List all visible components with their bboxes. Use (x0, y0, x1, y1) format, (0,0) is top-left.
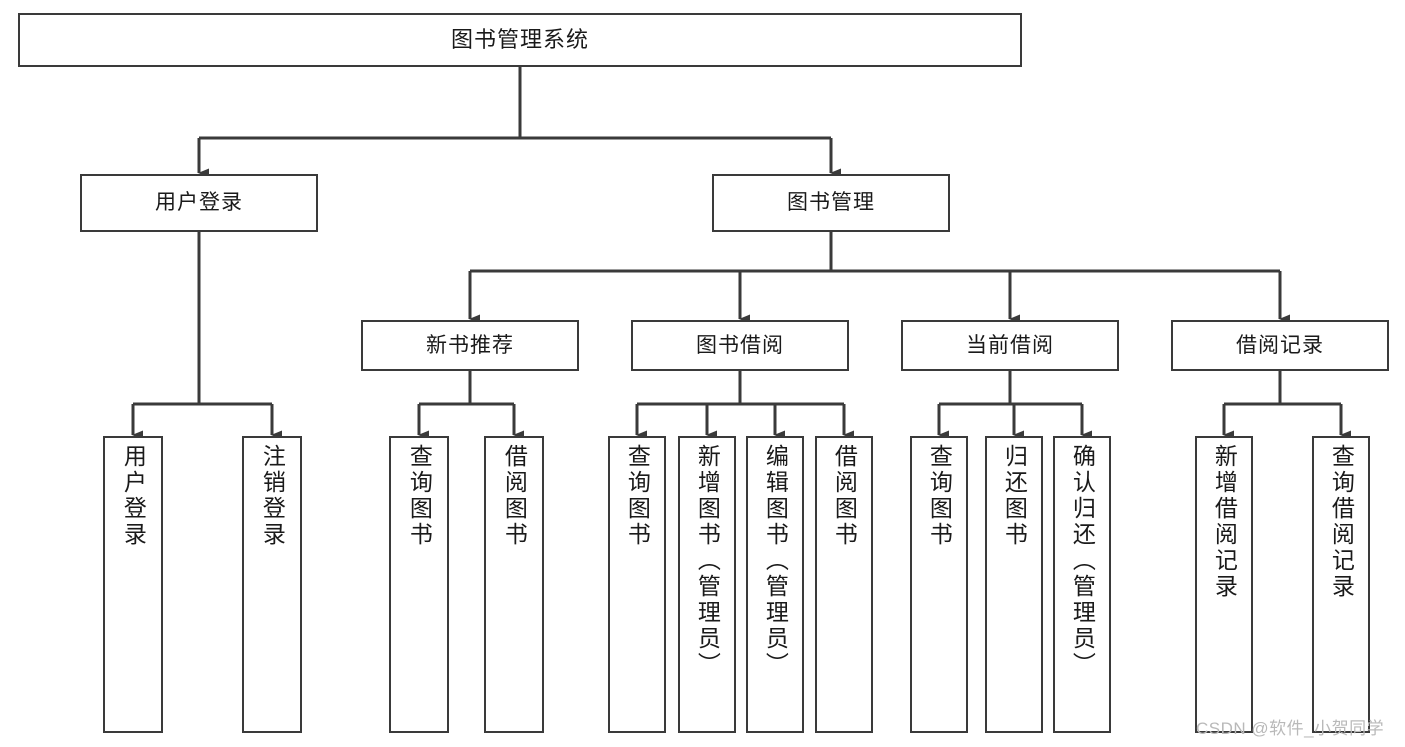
node-label-borrow-3: 编辑图书（管理员） (762, 444, 789, 678)
node-label-bookmgmt: 图书管理 (787, 191, 875, 215)
node-newbook[interactable]: 新书推荐 (361, 320, 579, 371)
node-borrow-2[interactable]: 新增图书（管理员） (678, 436, 736, 733)
node-borrow-1[interactable]: 查询图书 (608, 436, 666, 733)
node-current-3[interactable]: 确认归还（管理员） (1053, 436, 1111, 733)
node-records-2[interactable]: 查询借阅记录 (1312, 436, 1370, 733)
node-current[interactable]: 当前借阅 (901, 320, 1119, 371)
node-label-borrow-4: 借阅图书 (831, 444, 858, 548)
node-label-newbook: 新书推荐 (426, 333, 514, 357)
node-label-records: 借阅记录 (1236, 333, 1324, 357)
node-current-2[interactable]: 归还图书 (985, 436, 1043, 733)
node-borrow-3[interactable]: 编辑图书（管理员） (746, 436, 804, 733)
node-label-login: 用户登录 (155, 191, 243, 215)
node-root[interactable]: 图书管理系统 (18, 13, 1022, 67)
node-label-current-3: 确认归还（管理员） (1069, 444, 1096, 678)
node-borrow[interactable]: 图书借阅 (631, 320, 849, 371)
node-label-borrow-1: 查询图书 (624, 444, 651, 548)
node-records[interactable]: 借阅记录 (1171, 320, 1389, 371)
node-label-newbook-1: 查询图书 (406, 444, 433, 548)
node-newbook-1[interactable]: 查询图书 (389, 436, 449, 733)
node-label-root: 图书管理系统 (450, 26, 589, 52)
node-borrow-4[interactable]: 借阅图书 (815, 436, 873, 733)
node-login-1[interactable]: 用户登录 (103, 436, 163, 733)
node-label-login-2: 注销登录 (259, 444, 286, 548)
node-current-1[interactable]: 查询图书 (910, 436, 968, 733)
node-label-login-1: 用户登录 (120, 444, 147, 548)
node-bookmgmt[interactable]: 图书管理 (712, 174, 950, 232)
node-label-current-1: 查询图书 (926, 444, 953, 548)
node-login-2[interactable]: 注销登录 (242, 436, 302, 733)
node-label-borrow-2: 新增图书（管理员） (694, 444, 721, 678)
node-label-newbook-2: 借阅图书 (501, 444, 528, 548)
node-label-records-2: 查询借阅记录 (1328, 444, 1355, 600)
node-label-current-2: 归还图书 (1001, 444, 1028, 548)
node-newbook-2[interactable]: 借阅图书 (484, 436, 544, 733)
node-label-borrow: 图书借阅 (696, 333, 784, 357)
node-label-records-1: 新增借阅记录 (1211, 444, 1238, 600)
edge-group (131, 67, 1351, 440)
watermark-label: CSDN @软件_小贺同学 (1196, 719, 1385, 738)
node-label-current: 当前借阅 (966, 333, 1054, 357)
node-login[interactable]: 用户登录 (80, 174, 318, 232)
node-records-1[interactable]: 新增借阅记录 (1195, 436, 1253, 733)
